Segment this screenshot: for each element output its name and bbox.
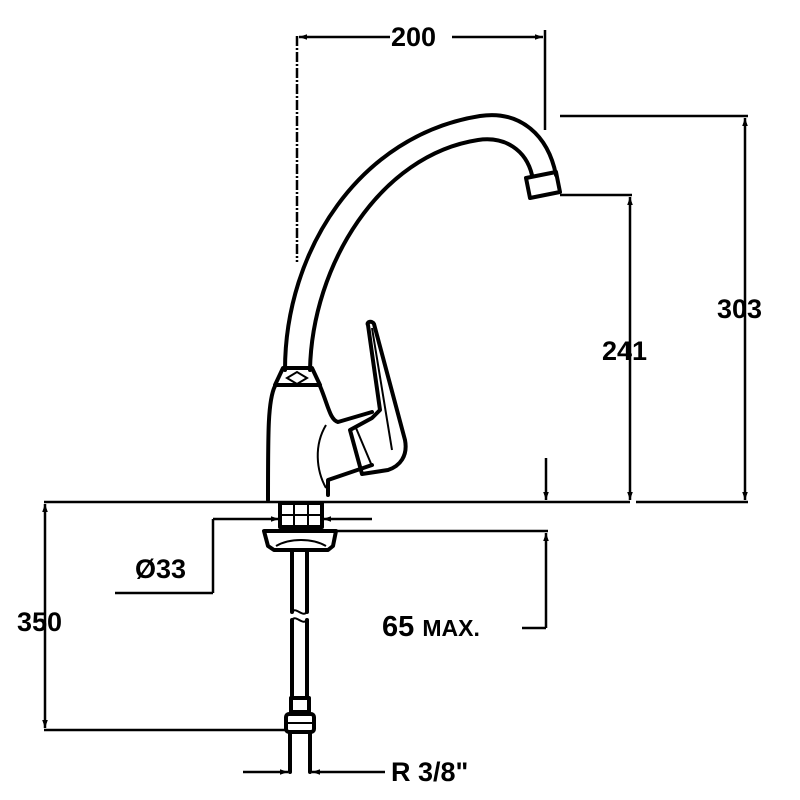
flexible-hose — [284, 548, 316, 774]
mounting-nut — [278, 501, 324, 529]
dimension-outlet-height — [560, 193, 633, 500]
label-max-thickness-value: 65 — [382, 611, 415, 643]
label-base-diameter: Ø33 — [135, 554, 187, 584]
faucet-lever-handle — [348, 319, 408, 476]
label-spout-reach: 200 — [391, 22, 437, 52]
label-max-thickness: 65 MAX. — [382, 613, 480, 642]
faucet-spout — [283, 113, 562, 372]
label-total-height: 303 — [717, 294, 763, 324]
label-connection-thread: R 3/8" — [391, 757, 469, 787]
faucet-body — [266, 384, 374, 502]
label-outlet-height: 241 — [602, 336, 648, 366]
faucet-swivel-ring — [273, 366, 322, 387]
dimension-total-height — [560, 114, 748, 504]
mounting-washer — [262, 529, 338, 552]
dimension-base-diameter — [115, 516, 372, 595]
dimension-max-thickness — [336, 458, 549, 630]
label-max-thickness-suffix: MAX. — [422, 615, 480, 641]
dimension-hose-length — [42, 504, 286, 732]
dimension-spout-reach — [295, 30, 547, 262]
label-hose-length: 350 — [17, 607, 63, 637]
